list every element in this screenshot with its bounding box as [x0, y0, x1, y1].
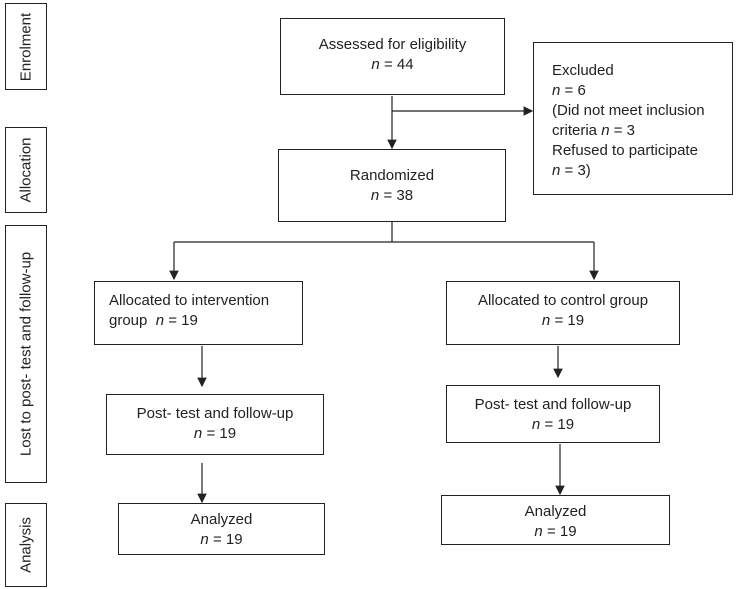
phase-enrolment-label: Enrolment [17, 12, 35, 81]
analyzed-right-label: Analyzed [524, 503, 587, 520]
control-label: Allocated to control group [477, 292, 649, 309]
analyzed-right-count: n = 19 [534, 523, 577, 540]
control-box: Allocated to control group n = 19 [446, 281, 680, 345]
phase-analysis-label: Analysis [17, 517, 35, 573]
assessed-label: Assessed for eligibility [318, 36, 467, 53]
excluded-reason-1-line1: (Did not meet inclusion [552, 102, 705, 119]
posttest-right-label: Post- test and follow-up [474, 396, 632, 413]
phase-allocation: Allocation [5, 127, 47, 213]
control-count: n = 19 [541, 312, 585, 329]
randomized-box: Randomized n = 38 [278, 149, 506, 222]
phase-followup-label: Lost to post- test and follow-up [17, 251, 35, 457]
assessed-count: n = 44 [371, 56, 414, 73]
assessed-box: Assessed for eligibility n = 44 [280, 18, 505, 95]
randomized-count: n = 38 [370, 187, 414, 204]
posttest-right-box: Post- test and follow-up n = 19 [446, 385, 660, 443]
excluded-reason-1-line2: criteria n = 3 [552, 122, 635, 139]
intervention-label-line1: Allocated to intervention [109, 292, 270, 309]
randomized-label: Randomized [349, 167, 435, 184]
posttest-left-count: n = 19 [193, 425, 237, 442]
excluded-reason-2-line2: n = 3) [552, 162, 591, 179]
phase-enrolment: Enrolment [5, 3, 47, 90]
intervention-box: Allocated to intervention group n = 19 [94, 281, 303, 345]
excluded-label: Excluded [552, 62, 614, 79]
analyzed-left-label: Analyzed [190, 511, 253, 528]
phase-followup: Lost to post- test and follow-up [5, 225, 47, 483]
excluded-box: Excluded n = 6 (Did not meet inclusion c… [533, 42, 733, 195]
intervention-label-line2: group n = 19 [109, 312, 198, 329]
excluded-count: n = 6 [552, 82, 586, 99]
phase-analysis: Analysis [5, 503, 47, 587]
posttest-right-count: n = 19 [531, 416, 575, 433]
analyzed-left-box: Analyzed n = 19 [118, 503, 325, 555]
analyzed-right-box: Analyzed n = 19 [441, 495, 670, 545]
posttest-left-label: Post- test and follow-up [136, 405, 294, 422]
analyzed-left-count: n = 19 [200, 531, 243, 548]
posttest-left-box: Post- test and follow-up n = 19 [106, 394, 324, 455]
excluded-reason-2-line1: Refused to participate [552, 142, 698, 159]
phase-allocation-label: Allocation [17, 137, 35, 203]
